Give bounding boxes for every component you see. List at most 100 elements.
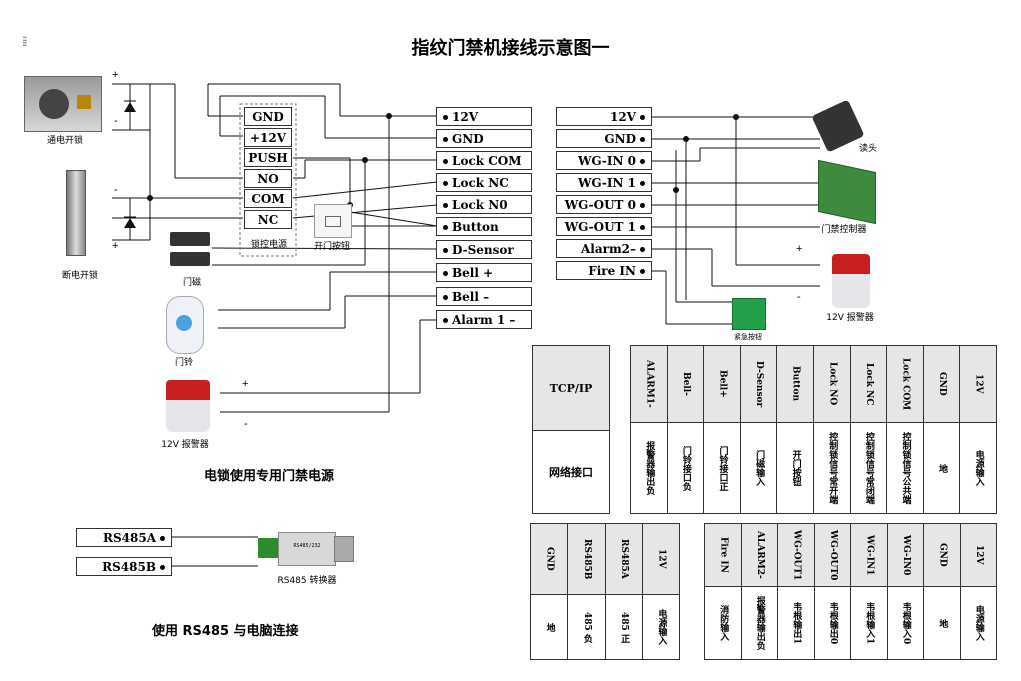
- power-terminal: COM: [244, 189, 292, 209]
- table-desc-text: 韦根输出0: [827, 601, 838, 645]
- terminal-label: WG-OUT 1: [564, 220, 636, 234]
- table-desc-cell: 控制锁信号公共端: [886, 422, 924, 514]
- controller-terminal: Bell +: [436, 263, 532, 282]
- minus-sign: -: [114, 184, 118, 196]
- table-header-cell: RS485B: [567, 523, 606, 595]
- table-header-text: GND: [937, 372, 948, 396]
- table-header-cell: RS485A: [604, 523, 643, 595]
- table-header-text: Lock COM: [900, 357, 911, 411]
- table-header-cell: GND: [922, 345, 961, 423]
- terminal-dot: [443, 225, 448, 230]
- table-header-text: WG-IN1: [864, 534, 875, 576]
- alarm-left-image: [166, 380, 210, 432]
- table-header-text: WG-IN0: [900, 534, 911, 576]
- plus-sign: +: [112, 69, 119, 81]
- terminal-dot: [443, 248, 448, 253]
- table-desc-text: 消防输入: [718, 605, 729, 641]
- terminal-label: D-Sensor: [452, 243, 514, 257]
- table-header-cell: 12V: [641, 523, 681, 595]
- table-desc-text: 报警器输出负: [644, 441, 655, 495]
- table-desc-cell: 开门按钮: [776, 422, 814, 514]
- power-terminal: +12V: [244, 127, 292, 147]
- table-desc-text: 地: [937, 463, 948, 473]
- terminal-dot: [160, 565, 165, 570]
- table-header-text: Bell+: [717, 370, 728, 398]
- power-terminal: NC: [244, 210, 292, 229]
- terminal-label: RS485B: [102, 560, 156, 574]
- table-desc-text: 韦根输出1: [791, 601, 802, 645]
- table-header-text: ALARM1-: [644, 360, 655, 408]
- controller-terminal: Lock NC: [436, 173, 532, 192]
- terminal-label: Alarm 1 –: [452, 313, 516, 327]
- doorbell-label: 门铃: [174, 358, 193, 368]
- table-desc-cell: 电源输入: [959, 586, 997, 660]
- table-header-cell: ALARM1-: [630, 345, 668, 423]
- terminal-label: Alarm2–: [580, 242, 636, 256]
- table-desc-cell: 485 正: [604, 594, 643, 660]
- table-header-text: Button: [790, 366, 801, 402]
- controller-terminal: WG-OUT 1: [556, 217, 652, 236]
- terminal-label: 12V: [609, 110, 636, 124]
- table-desc-text: 韦根输入0: [900, 601, 911, 645]
- terminal-dot: [443, 181, 448, 186]
- table-header-cell: Bell+: [703, 345, 741, 423]
- controller-terminal: Lock COM: [436, 151, 532, 170]
- table-header-text: Lock NO: [827, 362, 838, 406]
- rs485-converter-image: RS485/232: [258, 530, 354, 566]
- terminal-dot: [640, 247, 645, 252]
- drag-handle-icon[interactable]: ⁞⁞: [22, 34, 28, 50]
- table-header-cell: Fire IN: [704, 523, 742, 587]
- table-desc-cell: 韦根输出0: [813, 586, 851, 660]
- controller-terminal: Button: [436, 217, 532, 236]
- power-terminal: PUSH: [244, 148, 292, 168]
- table-header-text: Bell-: [680, 372, 691, 396]
- card-reader-label: 读头: [858, 144, 877, 154]
- table-header-cell: WG-OUT1: [777, 523, 815, 587]
- controller-terminal: D-Sensor: [436, 240, 532, 259]
- controller-terminal: GND: [436, 129, 532, 148]
- table-desc-text: 地: [544, 622, 555, 632]
- table-desc-cell: 门铃接口正: [703, 422, 741, 514]
- table-header-cell: 12V: [959, 345, 997, 423]
- controller-board-label: 门禁控制器: [821, 225, 867, 235]
- table-desc-text: 控制锁信号常开端: [827, 432, 838, 504]
- main-table: ALARM1- Bell- Bell+ D-Sensor Button Lock NO Lo…: [630, 345, 997, 514]
- terminal-dot: [640, 115, 645, 120]
- table-desc-cell: 韦根输出1: [777, 586, 815, 660]
- rs485-converter-label: RS485 转换器: [277, 576, 337, 586]
- fail-lock-image: [66, 170, 86, 256]
- table-desc-cell: 地: [922, 422, 961, 514]
- table-desc-cell: 电源输入: [959, 422, 997, 514]
- table-header-text: GND: [937, 543, 948, 567]
- table-desc-cell: 消防输入: [704, 586, 742, 660]
- table-header-text: WG-OUT1: [791, 529, 802, 581]
- terminal-label: Button: [452, 220, 499, 234]
- controller-terminal: WG-IN 0: [556, 151, 652, 170]
- minus-sign: -: [244, 418, 248, 430]
- tcp-header: TCP/IP: [532, 345, 610, 431]
- table-desc-text: 控制锁信号常闭端: [863, 432, 874, 504]
- door-magnet-label: 门磁: [182, 278, 201, 288]
- table-desc-text: 门铃接口正: [717, 445, 728, 491]
- table-desc-cell: 485 负: [567, 594, 606, 660]
- table-header-cell: Button: [776, 345, 814, 423]
- terminal-dot: [640, 203, 645, 208]
- power-box-label: 锁控电源: [250, 240, 287, 250]
- exit-button-image: [314, 204, 352, 238]
- table-header-cell: GND: [529, 523, 569, 595]
- table-header-cell: WG-IN0: [886, 523, 924, 587]
- table-header-text: Lock NC: [863, 362, 874, 406]
- table-header-text: D-Sensor: [754, 360, 765, 408]
- table-desc-cell: 电源输入: [641, 594, 681, 660]
- terminal-label: Bell +: [452, 266, 494, 280]
- table-desc-cell: 韦根输入0: [886, 586, 924, 660]
- minus-sign: -: [797, 291, 801, 303]
- table-desc-cell: 控制锁信号常开端: [812, 422, 851, 514]
- rs485-terminal: RS485B: [76, 557, 172, 576]
- minus-sign: -: [114, 115, 118, 127]
- controller-terminal: 12V: [436, 107, 532, 126]
- table-desc-text: 控制锁信号公共端: [900, 432, 911, 504]
- table-desc-text: 开门按钮: [790, 450, 801, 486]
